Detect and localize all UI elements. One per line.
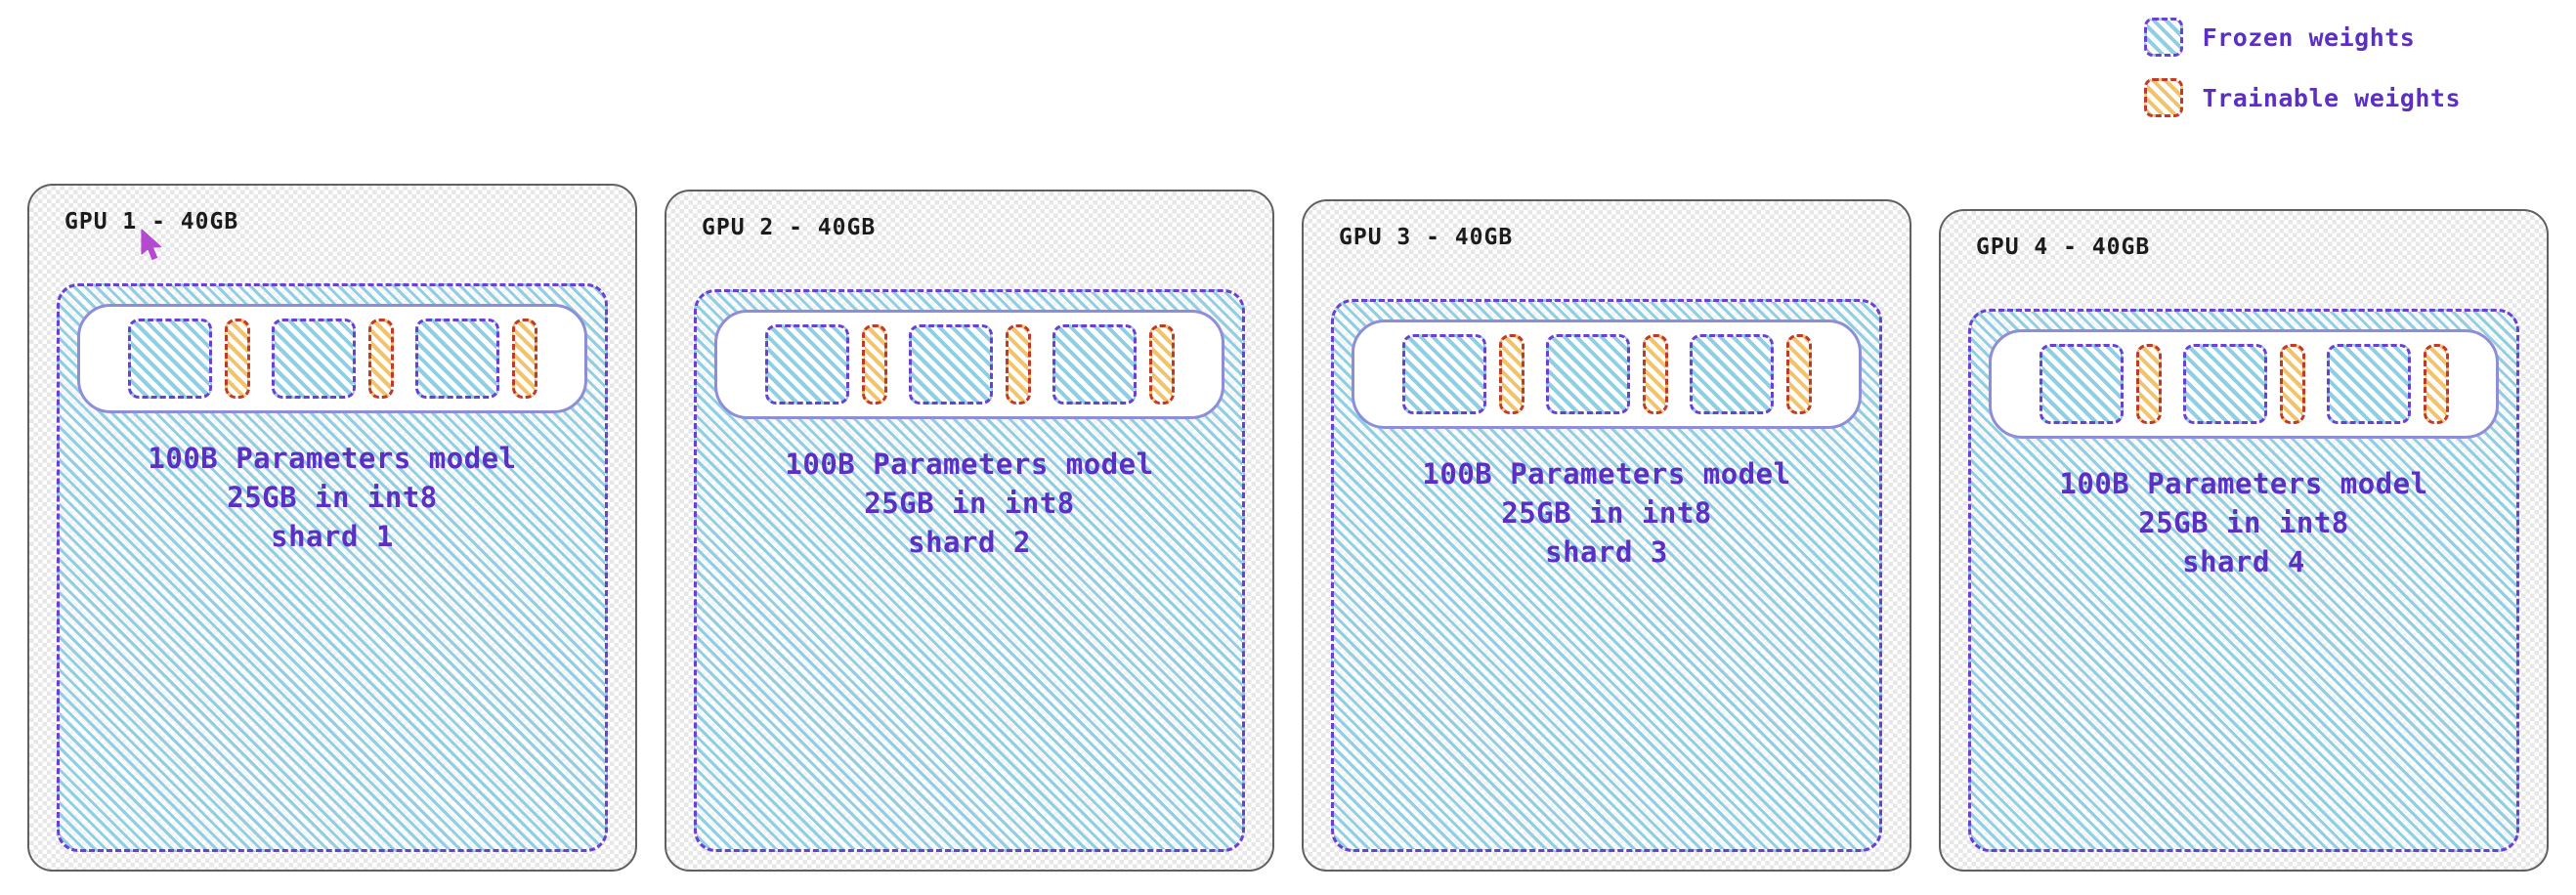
trainable-block: [1785, 334, 1812, 414]
frozen-block: [908, 324, 993, 405]
trainable-swatch-icon: [2143, 78, 2183, 117]
trainable-block: [2279, 344, 2305, 424]
legend-label-frozen: Frozen weights: [2202, 22, 2416, 52]
frozen-block: [1545, 334, 1630, 414]
layer-pair: [1545, 334, 1668, 414]
layer-pair: [764, 324, 887, 405]
layer-pair: [1689, 334, 1812, 414]
trainable-block: [2423, 344, 2449, 424]
shard-box-2: 100B Parameters model 25GB in int8 shard…: [694, 289, 1245, 852]
trainable-block: [2135, 344, 2162, 424]
frozen-block: [2326, 344, 2411, 424]
frozen-block: [1689, 334, 1774, 414]
frozen-block: [2039, 344, 2124, 424]
trainable-block: [1498, 334, 1524, 414]
layer-pair: [1401, 334, 1524, 414]
layer-pair: [908, 324, 1031, 405]
layer-pair: [414, 319, 537, 399]
shard-caption-3: 100B Parameters model 25GB in int8 shard…: [1422, 457, 1791, 570]
gpu-panel-1: GPU 1 - 40GB 100B Parameters model 25GB …: [27, 184, 637, 872]
shard-caption-4: 100B Parameters model 25GB in int8 shard…: [2059, 467, 2428, 579]
layers-container-4: [1989, 329, 2499, 439]
gpu-title-4: GPU 4 - 40GB: [1976, 234, 2151, 260]
gpu-title-1: GPU 1 - 40GB: [64, 209, 239, 234]
layer-pair: [271, 319, 394, 399]
shard-caption-1: 100B Parameters model 25GB in int8 shard…: [148, 442, 517, 554]
legend-label-trainable: Trainable weights: [2202, 83, 2461, 112]
gpu-title-2: GPU 2 - 40GB: [702, 215, 877, 240]
gpu-panel-3: GPU 3 - 40GB 100B Parameters model 25GB …: [1302, 199, 1911, 872]
frozen-block: [271, 319, 356, 399]
layers-container-1: [77, 304, 587, 413]
shard-box-4: 100B Parameters model 25GB in int8 shard…: [1968, 309, 2519, 852]
trainable-block: [1642, 334, 1668, 414]
trainable-block: [1005, 324, 1031, 405]
legend-item-frozen: Frozen weights: [2143, 18, 2416, 57]
layer-pair: [1052, 324, 1175, 405]
frozen-swatch-icon: [2143, 18, 2183, 57]
layers-container-3: [1352, 320, 1862, 429]
gpu-row: GPU 1 - 40GB 100B Parameters model 25GB …: [27, 184, 2549, 877]
layer-pair: [127, 319, 250, 399]
frozen-block: [764, 324, 849, 405]
gpu-title-3: GPU 3 - 40GB: [1339, 225, 1514, 250]
layer-pair: [2326, 344, 2449, 424]
frozen-block: [1052, 324, 1137, 405]
shard-box-1: 100B Parameters model 25GB in int8 shard…: [57, 283, 608, 852]
trainable-block: [367, 319, 394, 399]
shard-box-3: 100B Parameters model 25GB in int8 shard…: [1331, 299, 1882, 852]
frozen-block: [127, 319, 212, 399]
trainable-block: [861, 324, 887, 405]
frozen-block: [1401, 334, 1486, 414]
layer-pair: [2182, 344, 2305, 424]
frozen-block: [414, 319, 499, 399]
gpu-panel-2: GPU 2 - 40GB 100B Parameters model 25GB …: [665, 190, 1274, 872]
trainable-block: [224, 319, 250, 399]
legend: Frozen weights Trainable weights: [2143, 18, 2461, 117]
frozen-block: [2182, 344, 2267, 424]
layers-container-2: [714, 310, 1224, 419]
gpu-panel-4: GPU 4 - 40GB 100B Parameters model 25GB …: [1939, 209, 2549, 872]
trainable-block: [511, 319, 537, 399]
shard-caption-2: 100B Parameters model 25GB in int8 shard…: [785, 448, 1154, 560]
legend-item-trainable: Trainable weights: [2143, 78, 2461, 117]
trainable-block: [1148, 324, 1175, 405]
layer-pair: [2039, 344, 2162, 424]
